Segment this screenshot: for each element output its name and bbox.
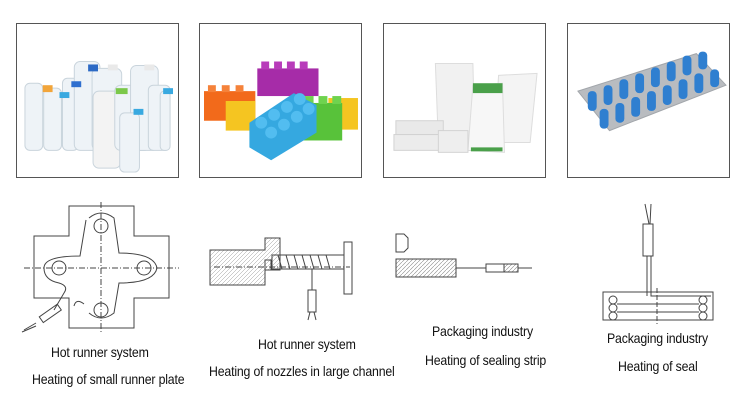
caption-3-line2: Heating of sealing strip xyxy=(425,352,547,368)
photo-blister-pack-capsules xyxy=(567,23,730,178)
caption-4-line2: Heating of seal xyxy=(618,358,698,374)
caption-2-line1: Hot runner system xyxy=(258,336,356,352)
diagram-nozzle-heater xyxy=(200,230,365,330)
photo-plastic-building-blocks xyxy=(199,23,362,178)
photo-packaging-pouches xyxy=(383,23,546,178)
caption-4-line1: Packaging industry xyxy=(607,330,708,346)
caption-3-line1: Packaging industry xyxy=(432,323,533,339)
packaging-pouches-image xyxy=(393,62,538,153)
photo-plastic-bottles xyxy=(16,23,179,178)
caption-1-line1: Hot runner system xyxy=(51,344,149,360)
caption-1-line2: Heating of small runner plate xyxy=(32,371,185,387)
diagram-seal-coil-heater xyxy=(595,200,725,325)
building-blocks-image xyxy=(204,61,358,161)
diagram-runner-plate-heater xyxy=(14,198,184,338)
diagram-sealing-strip-heater xyxy=(390,230,540,290)
plastic-bottles-image xyxy=(24,61,174,173)
caption-2-line2: Heating of nozzles in large channel xyxy=(209,363,395,379)
blister-pack-image xyxy=(577,51,727,132)
